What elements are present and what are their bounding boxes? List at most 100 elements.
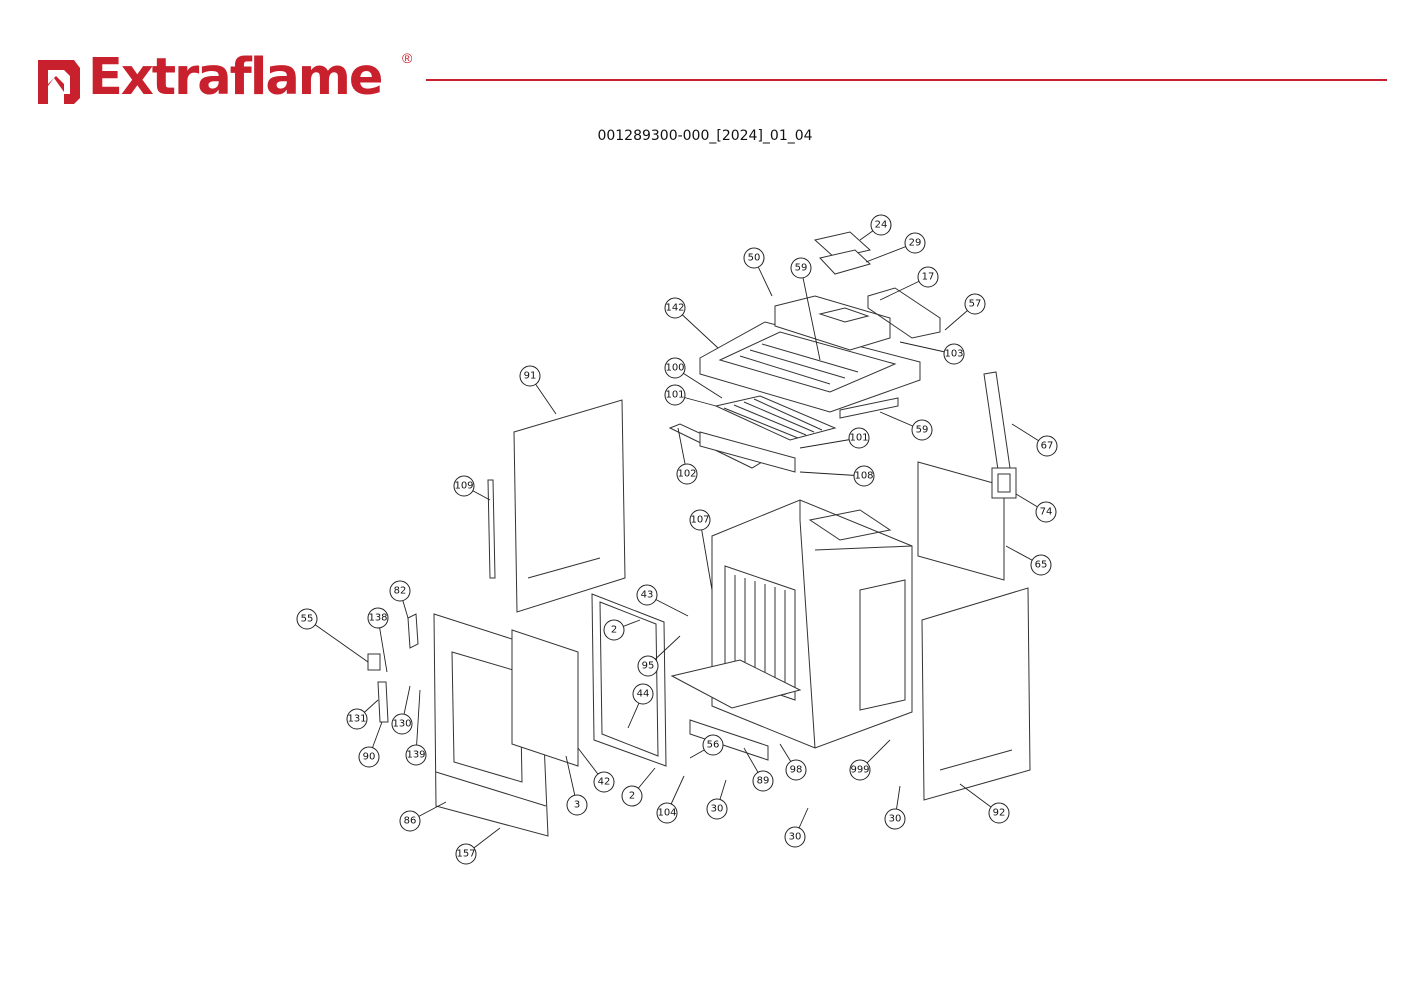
- callout-103: 103: [899, 341, 965, 365]
- gasket-frame-2: [591, 593, 667, 767]
- callout-55: 55: [296, 608, 369, 663]
- callout-circle: [632, 683, 654, 705]
- callout-44: 44: [627, 683, 654, 729]
- callout-circle: [702, 734, 724, 756]
- callout-circle: [870, 214, 892, 236]
- callout-leader-line: [799, 471, 865, 477]
- callout-leader-line: [415, 689, 421, 756]
- callout-number: 104: [657, 808, 676, 819]
- callout-number: 109: [454, 481, 473, 492]
- callout-number: 3: [574, 800, 580, 811]
- callout-number: 82: [394, 586, 407, 597]
- document-code: 001289300-000_[2024]_01_04: [597, 128, 813, 144]
- callout-130: 130: [391, 685, 413, 735]
- callout-90: 90: [358, 721, 383, 768]
- callout-leader-line: [800, 267, 821, 361]
- brazier-98: [670, 659, 802, 761]
- callout-101: 101: [799, 427, 870, 449]
- callout-circle: [752, 770, 774, 792]
- callout-circle: [391, 713, 413, 735]
- callout-109: 109: [453, 475, 491, 501]
- callout-57: 57: [944, 293, 986, 331]
- callout-number: 139: [406, 750, 425, 761]
- callout-number: 2: [629, 791, 635, 802]
- callout-circle: [656, 802, 678, 824]
- brand-name: Extraflame: [88, 48, 383, 107]
- callout-number: 59: [916, 425, 929, 436]
- callout-circle: [621, 785, 643, 807]
- callout-2: 2: [603, 619, 641, 641]
- callout-circle: [1030, 554, 1052, 576]
- callout-circle: [664, 384, 686, 406]
- callout-59: 59: [879, 411, 933, 441]
- side-panel-91: [513, 399, 626, 613]
- callout-circle: [785, 759, 807, 781]
- callout-91: 91: [519, 365, 557, 415]
- callout-number: 138: [368, 613, 387, 624]
- callout-59: 59: [790, 257, 821, 361]
- callout-157: 157: [455, 827, 501, 865]
- callout-circle: [637, 655, 659, 677]
- callout-number: 107: [690, 515, 709, 526]
- header-rule: [426, 79, 1387, 81]
- callout-circle: [689, 509, 711, 531]
- callout-circle: [790, 257, 812, 279]
- callout-139: 139: [405, 689, 427, 766]
- callout-number: 50: [748, 253, 761, 264]
- callout-circle: [943, 343, 965, 365]
- callout-circle: [784, 826, 806, 848]
- callout-circle: [358, 746, 380, 768]
- callout-circle: [367, 607, 389, 629]
- callout-circle: [911, 419, 933, 441]
- strip-109: [487, 479, 496, 579]
- callout-circle: [917, 266, 939, 288]
- callout-number: 57: [969, 299, 982, 310]
- side-panel-92: [921, 587, 1031, 801]
- parts-67-74: [983, 371, 1017, 499]
- callout-104: 104: [656, 775, 685, 824]
- callout-number: 29: [909, 238, 922, 249]
- callout-number: 100: [665, 363, 684, 374]
- callout-142: 142: [664, 297, 719, 349]
- callout-number: 59: [795, 263, 808, 274]
- callout-circle: [1036, 435, 1058, 457]
- callout-circle: [405, 744, 427, 766]
- callout-circle: [904, 232, 926, 254]
- callout-number: 17: [922, 272, 935, 283]
- callout-circle: [455, 843, 477, 865]
- callout-67: 67: [1011, 423, 1058, 457]
- callout-circle: [676, 463, 698, 485]
- callout-number: 102: [677, 469, 696, 480]
- body-firebox-107: [711, 499, 913, 749]
- callout-number: 74: [1040, 507, 1053, 518]
- callout-number: 999: [850, 765, 869, 776]
- callout-number: 42: [598, 777, 611, 788]
- callout-2: 2: [621, 767, 656, 807]
- callout-number: 101: [665, 390, 684, 401]
- callout-24: 24: [859, 214, 892, 241]
- callout-circle: [964, 293, 986, 315]
- callout-100: 100: [664, 357, 723, 399]
- callout-number: 43: [641, 590, 654, 601]
- callout-circle: [988, 802, 1010, 824]
- callout-number: 103: [944, 349, 963, 360]
- callout-number: 101: [849, 433, 868, 444]
- callout-17: 17: [879, 266, 939, 301]
- callout-circle: [346, 708, 368, 730]
- back-panel-65: [917, 461, 1005, 581]
- page-header: Extraflame ®: [0, 0, 1410, 130]
- callout-43: 43: [636, 584, 689, 617]
- callout-number: 55: [301, 614, 314, 625]
- callout-circle: [296, 608, 318, 630]
- callout-138: 138: [367, 607, 389, 673]
- callout-number: 98: [790, 765, 803, 776]
- callout-999: 999: [849, 739, 891, 781]
- grille-100: [714, 395, 837, 441]
- callout-102: 102: [676, 427, 698, 485]
- callout-number: 65: [1035, 560, 1048, 571]
- extraflame-logo: Extraflame ®: [34, 50, 414, 106]
- callout-30: 30: [784, 807, 809, 848]
- callout-95: 95: [637, 635, 681, 677]
- callout-number: 86: [404, 816, 417, 827]
- callout-circle: [519, 365, 541, 387]
